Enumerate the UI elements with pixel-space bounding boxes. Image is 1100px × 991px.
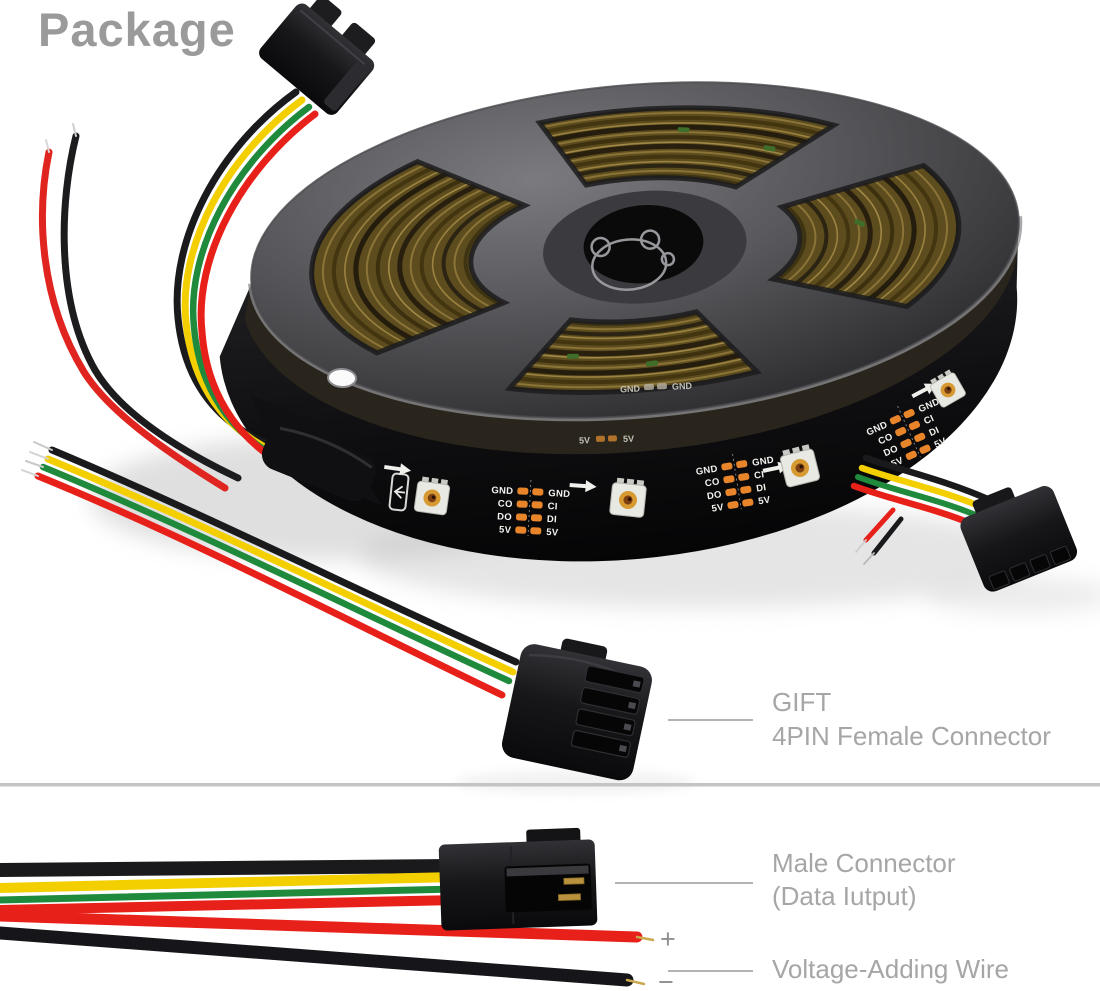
gift-female-connector [501, 638, 652, 781]
gift-label-line1: GIFT [772, 687, 831, 717]
led-chip-2 [779, 444, 821, 488]
svg-text:GND: GND [620, 383, 641, 394]
svg-text:DI: DI [755, 482, 767, 494]
gift-ribbon [21, 441, 520, 699]
svg-text:5V: 5V [499, 524, 512, 536]
reel-inner-wrap [244, 216, 1019, 455]
strip-direction-arrow-0 [384, 463, 412, 476]
svg-text:CO: CO [498, 498, 513, 510]
svg-text:GND: GND [695, 463, 718, 477]
svg-text:GND: GND [672, 381, 693, 392]
plus-sign: + [660, 924, 676, 954]
inner-wrap-5v-row: 5V 5V [579, 434, 634, 446]
svg-text:5V: 5V [546, 527, 559, 539]
hub-adapter-outline [590, 229, 676, 291]
svg-text:5V: 5V [711, 502, 725, 515]
top-connector-ribbon [173, 88, 319, 478]
gift-label-line2: 4PIN Female Connector [772, 721, 1051, 751]
heat-shrink-sleeve [261, 423, 376, 502]
svg-text:5V: 5V [757, 495, 771, 508]
svg-text:5V: 5V [933, 436, 949, 451]
svg-text:DO: DO [497, 511, 512, 523]
svg-text:5V: 5V [579, 435, 590, 445]
svg-text:CI: CI [547, 501, 558, 513]
svg-text:DI: DI [927, 425, 941, 439]
section-divider [0, 783, 1100, 787]
voltage-adding-wires [0, 910, 655, 987]
strip-pad-group-1: GND GND CO CI DO DI 5V 5V [491, 480, 571, 539]
svg-text:GND: GND [751, 455, 774, 469]
top-left-wire-pair [38, 123, 242, 492]
strip-pad-group-2: GND GND CO CI DO DI 5V 5V [695, 453, 775, 515]
led-chip-3 [930, 369, 966, 408]
voltage-label: Voltage-Adding Wire [772, 954, 1009, 984]
led-chip-1 [609, 477, 647, 518]
right-ribbon [850, 454, 994, 528]
led-chip-0 [413, 476, 451, 516]
svg-text:CO: CO [704, 476, 720, 489]
minus-sign: − [658, 967, 674, 991]
svg-text:CI: CI [753, 469, 765, 481]
male-label-line2: (Data Iutput) [772, 881, 917, 911]
right-female-connector [960, 486, 1078, 592]
svg-text:DI: DI [547, 514, 558, 526]
top-male-connector [259, 0, 376, 115]
male-label-line1: Male Connector [772, 848, 956, 878]
svg-text:5V: 5V [623, 434, 634, 444]
page-title: Package [38, 3, 236, 56]
window-gnd-row: GND GND [620, 381, 693, 395]
svg-text:CI: CI [922, 413, 936, 427]
svg-text:DO: DO [706, 489, 722, 502]
svg-text:GND: GND [548, 488, 571, 500]
flange-small-hole [327, 368, 358, 389]
strip-power-pigtails [855, 507, 904, 565]
svg-text:GND: GND [491, 485, 514, 497]
bottom-wires [0, 859, 463, 915]
bottom-male-connector [438, 827, 598, 931]
window-edges [309, 105, 962, 395]
